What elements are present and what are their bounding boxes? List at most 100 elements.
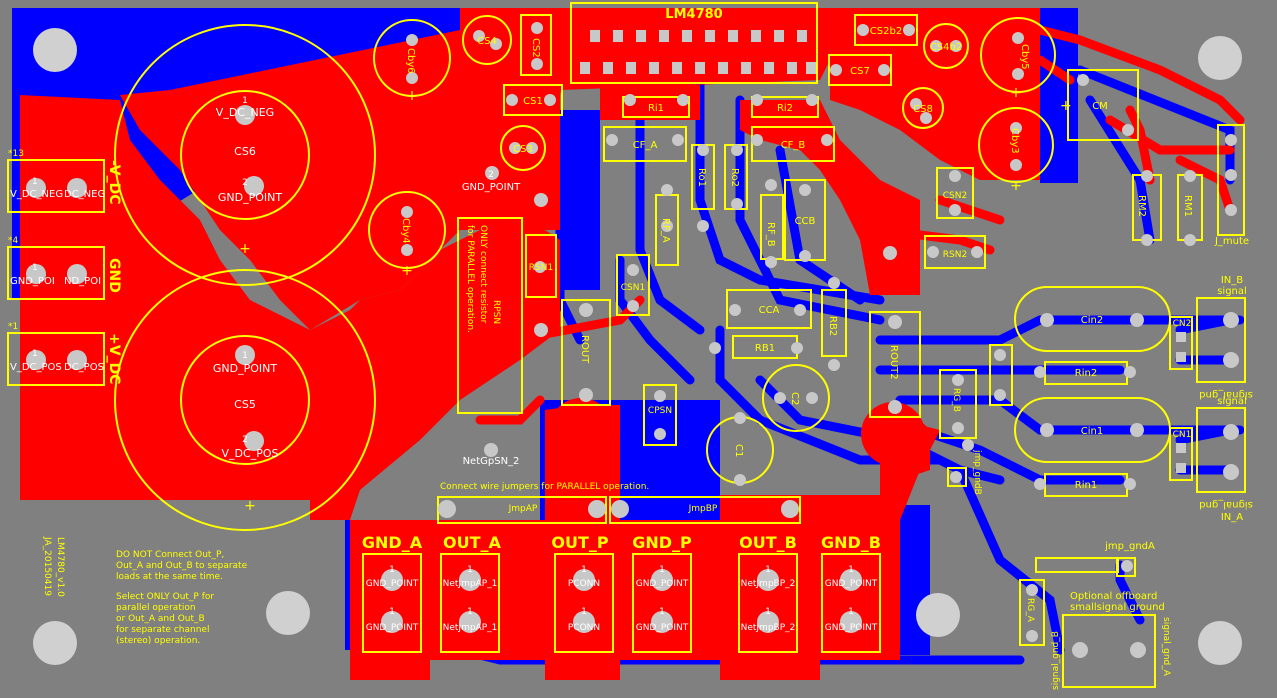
pos-net-right: DC_POS: [64, 362, 104, 373]
jmpbp-label: JmpBP: [688, 504, 718, 514]
select-line2: parallel operation: [116, 603, 196, 613]
select-line4: for separate channel: [116, 625, 209, 635]
rout-label: ROUT: [579, 335, 590, 364]
neg-net-left: V_DC_NEG: [10, 189, 63, 200]
neg-dc-label: -V_DC: [106, 160, 122, 205]
rpsn-note: ONLY connect resistor for PARALLEL opera…: [465, 225, 488, 333]
warning-note: DO NOT Connect Out_P, Out_A and Out_B to…: [116, 550, 248, 582]
output-label-out-a: OUT_A: [443, 533, 502, 552]
out-b-net-top: NetJmpBP_2: [741, 579, 796, 589]
cs4b2-label: CS4b2: [930, 42, 962, 53]
rg-a-label: RG_A: [1025, 598, 1035, 623]
marker-gnd: *4: [8, 236, 19, 246]
rf-a-label: RF_A: [660, 218, 671, 243]
select-line3: or Out_A and Out_B: [116, 614, 205, 624]
out-a-net-top: NetJmpAP_1: [443, 579, 498, 589]
gnd-b-net-top: GND_POINT: [825, 579, 878, 589]
offboard-line2: smallsignal ground: [1070, 602, 1165, 613]
output-label-gnd-b: GND_B: [821, 533, 881, 552]
cs5-plus: +: [244, 498, 256, 514]
cby6-plus: +: [406, 88, 418, 104]
signal-gnd-a-label: signal_gnd_A: [1161, 617, 1171, 677]
out-p-pin1b: 1: [581, 607, 587, 617]
lm4780-outline: [570, 2, 818, 84]
cs5-net-top: GND_POINT: [213, 362, 277, 375]
warning-line2: Out_A and Out_B to separate: [116, 561, 248, 571]
in-a-signal-gnd: signal_gnd: [1199, 499, 1253, 510]
cby4-plus: +: [401, 263, 413, 279]
gnd-net-left: GND_POI: [10, 276, 55, 287]
cs4-label: CS4: [477, 36, 497, 47]
cs6-pin1: 1: [242, 96, 248, 106]
output-pads: [381, 569, 862, 633]
cs5-net-bottom: V_DC_POS: [222, 447, 279, 460]
ri2-label: Ri2: [777, 103, 793, 114]
power-gnd-outline: [7, 246, 105, 300]
cby3-plus: +: [1010, 178, 1022, 194]
out-a-pin1: 1: [467, 565, 473, 575]
out-b-pin1b: 1: [765, 607, 771, 617]
signal-gnd-b-label: signal_gnd_B: [1051, 631, 1061, 690]
in-b-label: IN_B: [1221, 275, 1243, 286]
cm-plus: +: [1060, 98, 1072, 114]
output-label-out-p: OUT_P: [551, 533, 609, 552]
out-p-net-top: PCONN: [568, 579, 600, 589]
gnd-p-pin1: 1: [659, 565, 665, 575]
cby6-label: Cby6: [405, 48, 416, 74]
out-b-pin1: 1: [765, 565, 771, 575]
gnd-point-label: GND_POINT: [462, 182, 521, 193]
rsn2-label: RSN2: [943, 250, 967, 260]
cm-outline: [1067, 69, 1139, 141]
cs6-net-bottom: GND_POINT: [218, 191, 282, 204]
jmpbp-outline: [609, 496, 801, 524]
c1-label: C1: [733, 444, 744, 457]
cs5-pin1: 1: [242, 351, 248, 361]
output-terminals: GND_A OUT_A OUT_P GND_P OUT_B GND_B GND_…: [362, 533, 881, 633]
rpsn-note-line1: ONLY connect resistor: [478, 225, 488, 324]
j-mute-label: J_mute: [1214, 236, 1249, 247]
jmpap-label: JmpAP: [508, 504, 538, 514]
out-p-net-bottom: PCONN: [568, 623, 600, 633]
out-a-pin1b: 1: [467, 607, 473, 617]
cs6-plus: +: [239, 241, 251, 257]
cs2-label: CS2: [530, 38, 541, 58]
jmp-gndb-label: jmp_gndB: [972, 449, 982, 495]
cpsn-label: CPSN: [648, 406, 672, 416]
ro1-label: Ro1: [696, 168, 707, 187]
cca-label: CCA: [759, 305, 780, 316]
cf-a-label: CF_A: [633, 140, 658, 151]
cin2-label: Cin2: [1081, 315, 1103, 326]
gnd-a-net-top: GND_POINT: [366, 579, 419, 589]
warning-line1: DO NOT Connect Out_P,: [116, 550, 224, 560]
offboard-line1: Optional offboard: [1070, 591, 1157, 602]
rin2-label: Rin2: [1075, 368, 1097, 379]
neg-net-right: DC_NEG: [64, 189, 105, 200]
cs6-label: CS6: [234, 145, 256, 158]
cs6-pin2: 2: [242, 178, 248, 188]
gnd-b-pin1b: 1: [848, 607, 854, 617]
cm-label: CM: [1092, 101, 1108, 112]
cs3-label: CS3: [513, 144, 533, 155]
pos-net-left: V_DC_POS: [10, 362, 62, 373]
output-label-out-b: OUT_B: [739, 533, 797, 552]
select-line5: (stereo) operation.: [116, 636, 200, 646]
rsn1-label: RSN1: [529, 263, 553, 273]
netgpsn-label: NetGpSN_2: [463, 456, 520, 467]
date-label: JA_20150419: [42, 536, 52, 596]
jumper-note: Connect wire jumpers for PARALLEL operat…: [440, 482, 649, 492]
marker-neg: *13: [8, 149, 24, 159]
cs5-label: CS5: [234, 398, 256, 411]
cs1-label: CS1: [523, 96, 543, 107]
rg-b-label: RG_B: [951, 388, 961, 412]
c2-label: C2: [789, 392, 800, 405]
gnd-b-pin1: 1: [848, 565, 854, 575]
cn2-label: CN2: [1173, 319, 1192, 329]
csn1-label: CSN1: [621, 283, 645, 293]
offboard-note: Optional offboard smallsignal ground: [1070, 591, 1165, 613]
in-a-connector-outline: [1196, 407, 1246, 493]
cby3-label: Cby3: [1009, 128, 1020, 154]
output-label-gnd-p: GND_P: [632, 533, 692, 552]
cs5-pin2: 2: [242, 435, 248, 445]
rpsn-note-line2: for PARALLEL operation.: [465, 225, 475, 333]
out-b-net-bottom: NetJmpBP_2: [741, 623, 796, 633]
